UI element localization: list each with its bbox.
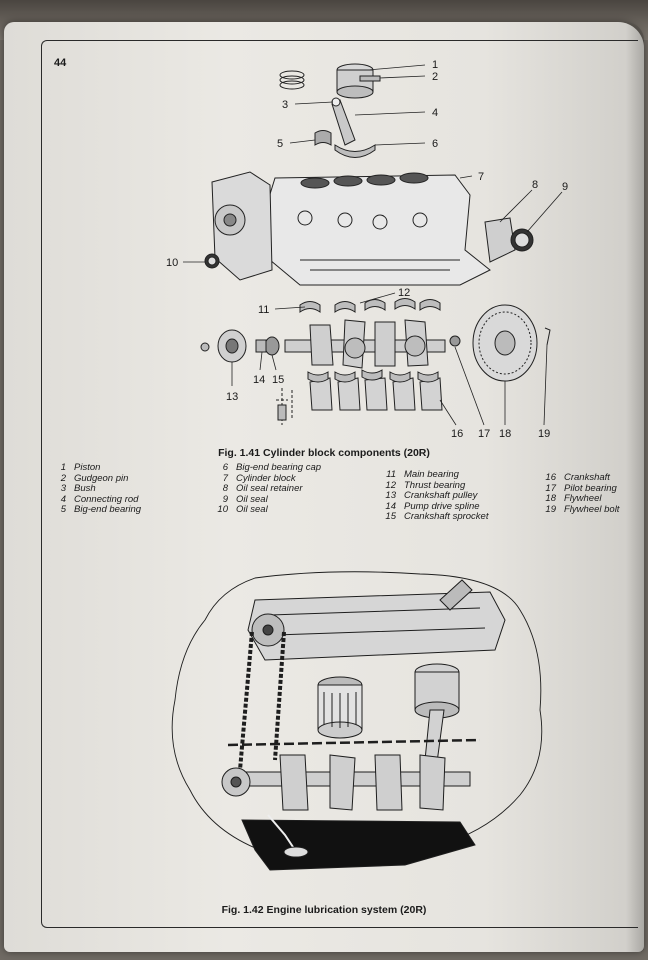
figure-caption-1-42: Fig. 1.42 Engine lubrication system (20R…	[221, 904, 427, 916]
callout-18: 18	[499, 428, 511, 440]
main-bearing-caps	[309, 377, 443, 411]
callout-1: 1	[432, 59, 438, 71]
cylinder-block	[211, 171, 491, 286]
callout-6: 6	[432, 138, 438, 150]
callout-12: 12	[398, 287, 410, 299]
main-bearings-lower	[307, 369, 439, 383]
oil-pickup	[267, 814, 296, 851]
oil-gallery	[227, 738, 481, 747]
callout-13: 13	[226, 391, 238, 403]
page-number: 44	[54, 57, 67, 69]
callout-2: 2	[432, 71, 438, 83]
callout-4: 4	[432, 107, 438, 119]
pump-drive-spline	[255, 339, 267, 353]
callout-16: 16	[451, 428, 463, 440]
oil-filter	[317, 676, 363, 739]
page-frame	[41, 40, 638, 928]
cylinder-head	[247, 591, 506, 661]
callout-17: 17	[478, 428, 490, 440]
crankshaft-sprocket	[264, 336, 280, 356]
page-edge-shadow	[626, 22, 644, 952]
flywheel	[472, 304, 538, 382]
oil-pan	[241, 819, 476, 871]
connecting-rod	[331, 99, 356, 146]
engine-lubrication-diagram	[171, 571, 543, 871]
engine-outline	[171, 571, 543, 851]
callout-5: 5	[277, 138, 283, 150]
main-bearings-upper	[299, 298, 441, 313]
callout-15: 15	[272, 374, 284, 386]
callout-10: 10	[166, 257, 178, 269]
callout-7: 7	[478, 171, 484, 183]
big-end-bearing	[314, 130, 332, 146]
cylinder-block-diagram: 1 2 3 4 5 6 7 8 9 10 11 12 13 14 15 16 1…	[166, 59, 568, 440]
gudgeon-pin	[359, 75, 381, 82]
piston-rings	[279, 70, 305, 80]
callout-19: 19	[538, 428, 550, 440]
timing-chain	[238, 631, 286, 771]
callout-14: 14	[253, 374, 265, 386]
flywheel-bolt	[544, 327, 551, 346]
crankshaft	[284, 319, 446, 369]
callout-numbers: 1 2 3 4 5 6 7 8 9 10 11 12 13 14 15 16 1…	[166, 59, 568, 440]
crankshaft-pulley	[200, 329, 247, 363]
big-end-bearing-cap	[334, 144, 376, 158]
figure-caption-1-41: Fig. 1.41 Cylinder block components (20R…	[218, 447, 430, 459]
callout-3: 3	[282, 99, 288, 111]
callout-9: 9	[562, 181, 568, 193]
oil-seal-retainer	[484, 217, 516, 263]
lube-crankshaft	[239, 754, 471, 811]
callout-11: 11	[258, 304, 269, 316]
piston-assembly	[414, 579, 473, 771]
pilot-bearing	[449, 335, 461, 347]
callout-8: 8	[532, 179, 538, 191]
